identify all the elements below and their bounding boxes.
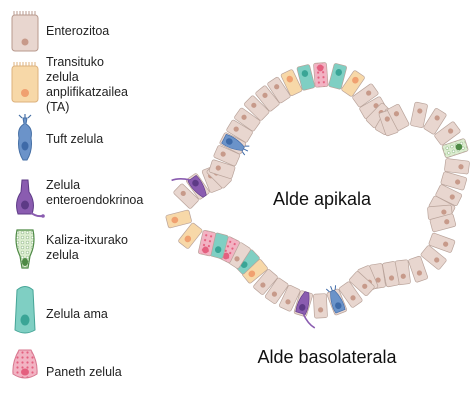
cell-enterocyte — [408, 256, 428, 283]
cell-paneth — [313, 62, 328, 87]
legend-icon-enteroendocrine-cell — [17, 180, 45, 218]
legend: Enterozitoa Transituko zelula anplifikat… — [12, 11, 143, 379]
cell-ta — [178, 222, 203, 249]
legend-label-goblet-cell: Kaliza-itxurako zelula — [46, 233, 131, 262]
legend-icon-ta-cell — [12, 62, 38, 102]
legend-label-stem-cell: Zelula ama — [46, 307, 108, 321]
cell-enterocyte — [444, 158, 469, 174]
legend-label-ta-cell: Transituko zelula anplifikatzailea (TA) — [46, 55, 131, 114]
legend-icon-stem-cell — [15, 287, 35, 334]
legend-icon-tuft-cell — [19, 114, 32, 160]
apical-side-label: Alde apikala — [273, 189, 372, 209]
legend-label-tuft-cell: Tuft zelula — [46, 132, 103, 146]
legend-label-paneth-cell: Paneth zelula — [46, 365, 122, 379]
basolateral-side-label: Alde basolaterala — [257, 347, 397, 367]
legend-label-enteroendocrine-cell: Zelula enteroendokrinoa — [46, 178, 143, 207]
cell-ta — [165, 210, 191, 229]
legend-icon-goblet-cell — [16, 230, 34, 268]
legend-label-enterocyte: Enterozitoa — [46, 24, 109, 38]
legend-icon-enterocyte — [12, 11, 38, 51]
legend-icon-paneth-cell — [13, 350, 37, 378]
cell-enterocyte — [313, 294, 327, 319]
